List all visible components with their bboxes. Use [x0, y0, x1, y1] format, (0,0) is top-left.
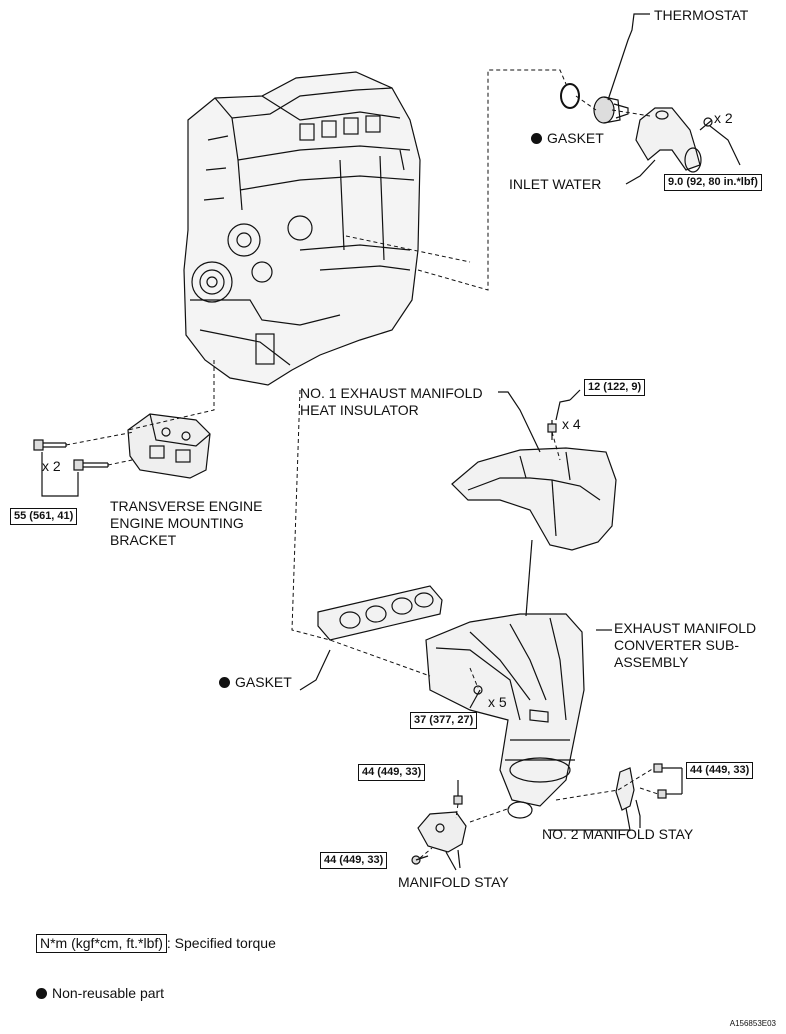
legend-torque: N*m (kgf*cm, ft.*lbf): Specified torque	[36, 934, 276, 953]
heat-insulator-label: NO. 1 EXHAUST MANIFOLD HEAT INSULATOR	[300, 385, 483, 418]
bracket-bolts-qty: x 2	[42, 458, 61, 474]
gasket-top-label: GASKET	[531, 130, 604, 147]
manifold-gasket-drawing	[299, 585, 443, 691]
torque-stay-bolt: 44 (449, 33)	[358, 764, 426, 781]
inlet-bolts-qty: x 2	[714, 110, 733, 126]
legend-torque-text: : Specified torque	[166, 935, 276, 951]
engine-block-drawing	[183, 71, 421, 386]
exhaust-manifold-converter-drawing	[425, 539, 585, 819]
engine-mounting-bracket-drawing	[33, 413, 211, 497]
heat-insulator-drawing	[451, 399, 617, 551]
thermostat-label: THERMOSTAT	[654, 7, 749, 23]
no2-manifold-stay-label: NO. 2 MANIFOLD STAY	[542, 826, 694, 842]
torque-bracket: 55 (561, 41)	[10, 508, 78, 525]
torque-heat-insulator: 12 (122, 9)	[584, 379, 646, 396]
inlet-water-label: INLET WATER	[509, 176, 602, 192]
insulator-bolts-qty: x 4	[562, 416, 581, 432]
nonreusable-dot-icon	[36, 988, 47, 999]
nonreusable-dot-icon	[219, 677, 230, 688]
gasket-mid-label: GASKET	[219, 674, 292, 691]
engine-mounting-bracket-label: TRANSVERSE ENGINE ENGINE MOUNTING BRACKE…	[110, 498, 263, 548]
no2-manifold-stay-drawing	[615, 763, 683, 828]
gasket-top-label-text: GASKET	[547, 130, 604, 146]
thermostat-drawing	[593, 13, 650, 124]
oring-gasket-drawing	[560, 83, 580, 109]
legend-torque-unit: N*m (kgf*cm, ft.*lbf)	[36, 934, 167, 953]
nonreusable-dot-icon	[531, 133, 542, 144]
manifold-nuts-qty: x 5	[488, 694, 507, 710]
legend-nonreusable-text: Non-reusable part	[52, 985, 165, 1001]
exhaust-manifold-converter-label: EXHAUST MANIFOLD CONVERTER SUB- ASSEMBLY	[614, 620, 757, 670]
gasket-mid-label-text: GASKET	[235, 674, 292, 690]
torque-inlet-water: 9.0 (92, 80 in.*lbf)	[664, 174, 762, 191]
inlet-water-drawing	[625, 107, 741, 185]
manifold-stay-label: MANIFOLD STAY	[398, 874, 509, 890]
manifold-stay-drawing	[411, 780, 467, 869]
torque-manifold: 37 (377, 27)	[410, 712, 478, 729]
figure-code: A156853E03	[729, 1019, 776, 1028]
torque-no2-stay: 44 (449, 33)	[686, 762, 754, 779]
torque-stay-nut: 44 (449, 33)	[320, 852, 388, 869]
legend-nonreusable: Non-reusable part	[36, 985, 164, 1002]
